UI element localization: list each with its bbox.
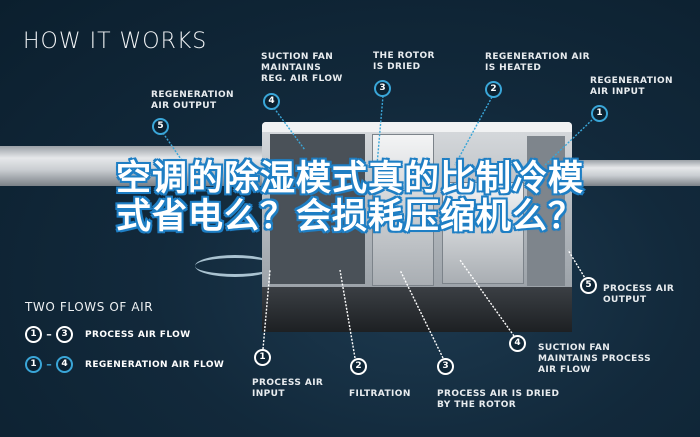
callout-proc-4-label: SUCTION FAN MAINTAINS PROCESS AIR FLOW: [538, 343, 651, 375]
right-duct-pipe: [570, 160, 700, 186]
callout-reg-4-badge: 4: [263, 93, 280, 110]
legend-label: REGENERATION AIR FLOW: [85, 359, 225, 370]
legend-label: PROCESS AIR FLOW: [85, 329, 191, 340]
callout-proc-1-label: PROCESS AIR INPUT: [252, 378, 324, 399]
legend-badge-to: 3: [56, 326, 73, 343]
callout-proc-2-badge: 2: [350, 358, 367, 375]
unit-roof: [262, 122, 572, 132]
unit-left-cavity: [270, 134, 365, 284]
callout-proc-3-label: PROCESS AIR IS DRIED BY THE ROTOR: [437, 389, 560, 410]
air-flow-swoosh: [195, 255, 275, 277]
callout-reg-5-badge: 5: [152, 118, 169, 135]
page-title: HOW IT WORKS: [23, 29, 208, 54]
overlay-headline: 空调的除湿模式真的比制冷模式省电么？会损耗压缩机么？: [114, 159, 584, 238]
callout-reg-3-badge: 3: [374, 80, 391, 97]
legend-dash: –: [46, 358, 52, 371]
callout-reg-1-badge: 1: [591, 105, 608, 122]
callout-reg-2-label: REGENERATION AIR IS HEATED: [485, 52, 590, 73]
callout-proc-3-badge: 3: [437, 358, 454, 375]
callout-proc-5-badge: 5: [580, 277, 597, 294]
callout-reg-2-badge: 2: [485, 81, 502, 98]
callout-proc-1-badge: 1: [254, 349, 271, 366]
callout-reg-4-label: SUCTION FAN MAINTAINS REG. AIR FLOW: [261, 52, 343, 84]
callout-proc-4-badge: 4: [509, 335, 526, 352]
unit-right-cavity: [527, 136, 565, 286]
callout-proc-5-label: PROCESS AIR OUTPUT: [603, 284, 675, 305]
callout-reg-3-label: THE ROTOR IS DRIED: [373, 51, 435, 72]
callout-reg-5-label: REGENERATION AIR OUTPUT: [151, 90, 234, 111]
legend-badge-from: 1: [25, 326, 42, 343]
legend-dash: –: [46, 328, 52, 341]
legend-row-regeneration: 1 – 4 REGENERATION AIR FLOW: [25, 356, 224, 373]
legend-badge-from: 1: [25, 356, 42, 373]
legend-title: TWO FLOWS OF AIR: [25, 300, 154, 314]
callout-proc-2-label: FILTRATION: [349, 389, 411, 399]
dehumidifier-unit: [262, 122, 572, 332]
callout-reg-1-label: REGENERATION AIR INPUT: [590, 76, 673, 97]
left-duct-pipe: [0, 146, 270, 186]
fan-panel: [442, 182, 524, 284]
unit-base: [262, 287, 572, 332]
legend-row-process: 1 – 3 PROCESS AIR FLOW: [25, 326, 191, 343]
rotor-panel: [372, 134, 434, 286]
legend-badge-to: 4: [56, 356, 73, 373]
